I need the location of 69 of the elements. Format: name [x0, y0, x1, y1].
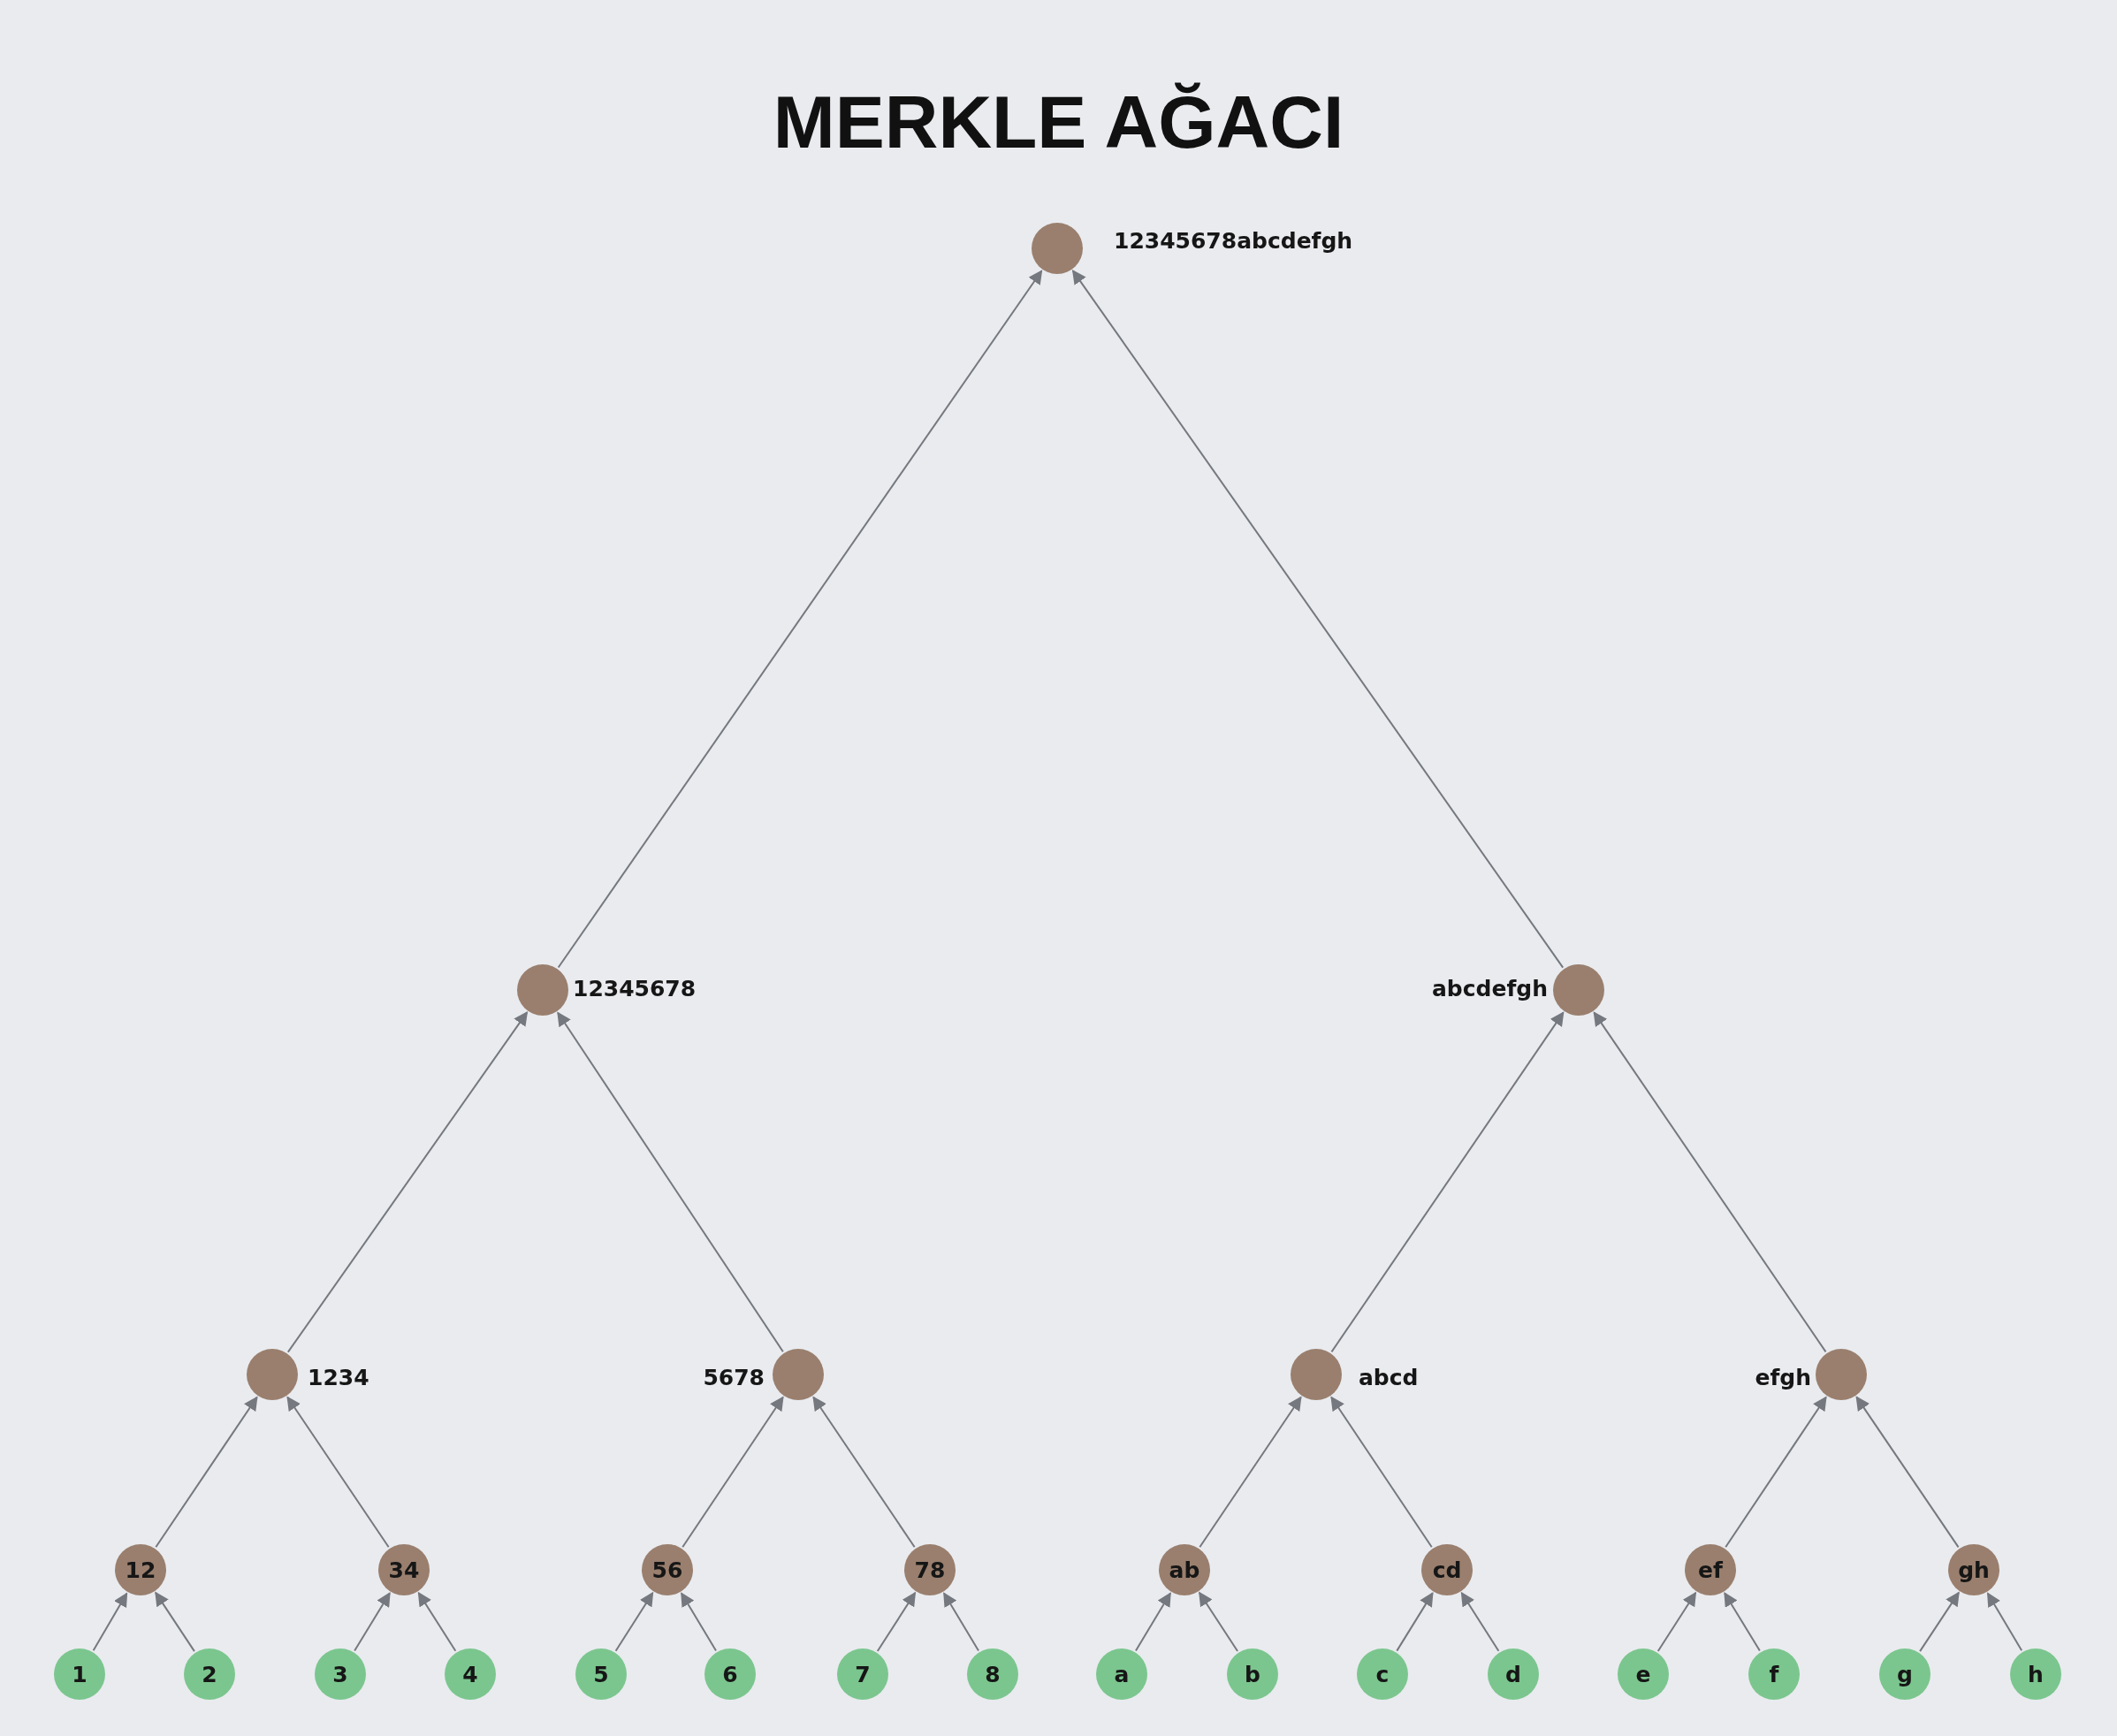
leaf-node-circle: f	[1748, 1648, 1800, 1700]
leaf-node-circle: g	[1879, 1648, 1930, 1700]
leaf-node-circle: 8	[967, 1648, 1018, 1700]
arrow	[286, 1396, 390, 1549]
arrow	[557, 1011, 784, 1353]
hash-node-circle	[1032, 223, 1083, 274]
leaf-node-circle: 2	[184, 1648, 235, 1700]
leaf-node-circle: 1	[54, 1648, 105, 1700]
hash-node-circle: 78	[904, 1544, 956, 1595]
leaf-node-circle: a	[1096, 1648, 1147, 1700]
arrow	[92, 1592, 128, 1652]
hash-node-circle	[1291, 1349, 1342, 1400]
hash-node-circle	[247, 1349, 298, 1400]
diagram-title: MERKLE AĞACI	[772, 80, 1345, 165]
arrow	[1330, 1396, 1433, 1549]
arrow	[1855, 1396, 1960, 1549]
leaf-node-circle: d	[1488, 1648, 1539, 1700]
node-label: abcd	[1359, 1366, 1419, 1389]
arrow	[1724, 1592, 1761, 1652]
hash-node-circle	[1553, 964, 1604, 1016]
arrow	[155, 1396, 258, 1549]
leaf-node-circle: 4	[445, 1648, 496, 1700]
arrow	[1593, 1011, 1827, 1353]
arrow	[614, 1591, 654, 1652]
arrow	[876, 1591, 917, 1652]
node-label: 1234	[308, 1366, 369, 1389]
arrow	[812, 1396, 916, 1549]
arrow	[1460, 1591, 1500, 1652]
arrow	[1986, 1592, 2023, 1652]
hash-node-circle: ef	[1685, 1544, 1736, 1595]
hash-node-circle: 34	[378, 1544, 430, 1595]
arrow	[1656, 1591, 1697, 1652]
arrow	[1199, 1396, 1302, 1549]
node-label: efgh	[1755, 1366, 1811, 1389]
arrow	[1135, 1592, 1171, 1652]
arrow	[557, 270, 1043, 969]
hash-node-circle: gh	[1948, 1544, 1999, 1595]
arrow	[682, 1396, 784, 1549]
node-label: abcdefgh	[1432, 977, 1548, 1000]
arrow	[1396, 1592, 1434, 1652]
hash-node-circle	[773, 1349, 824, 1400]
arrow	[155, 1591, 195, 1653]
node-label: 5678	[703, 1366, 765, 1389]
arrow	[286, 1011, 529, 1353]
hash-node-circle: 56	[642, 1544, 693, 1595]
leaf-node-circle: 5	[575, 1648, 627, 1700]
hash-node-circle	[517, 964, 568, 1016]
leaf-node-circle: 6	[704, 1648, 756, 1700]
arrow	[681, 1592, 717, 1652]
node-label: 12345678abcdefgh	[1114, 229, 1353, 252]
arrow	[1725, 1396, 1827, 1549]
arrow	[1330, 1011, 1565, 1353]
leaf-node-circle: 7	[837, 1648, 888, 1700]
arrow	[1919, 1591, 1960, 1653]
arrow	[354, 1592, 391, 1652]
leaf-node-circle: h	[2010, 1648, 2061, 1700]
leaf-node-circle: e	[1618, 1648, 1669, 1700]
hash-node-circle: cd	[1421, 1544, 1473, 1595]
leaf-node-circle: b	[1227, 1648, 1278, 1700]
leaf-node-circle: c	[1357, 1648, 1408, 1700]
node-label: 12345678	[573, 977, 697, 1000]
arrow	[1071, 270, 1565, 969]
hash-node-circle	[1816, 1349, 1867, 1400]
leaf-node-circle: 3	[315, 1648, 366, 1700]
arrow	[1198, 1591, 1239, 1653]
arrow	[417, 1591, 457, 1652]
hash-node-circle: ab	[1159, 1544, 1210, 1595]
hash-node-circle: 12	[115, 1544, 166, 1595]
arrow	[943, 1592, 979, 1652]
